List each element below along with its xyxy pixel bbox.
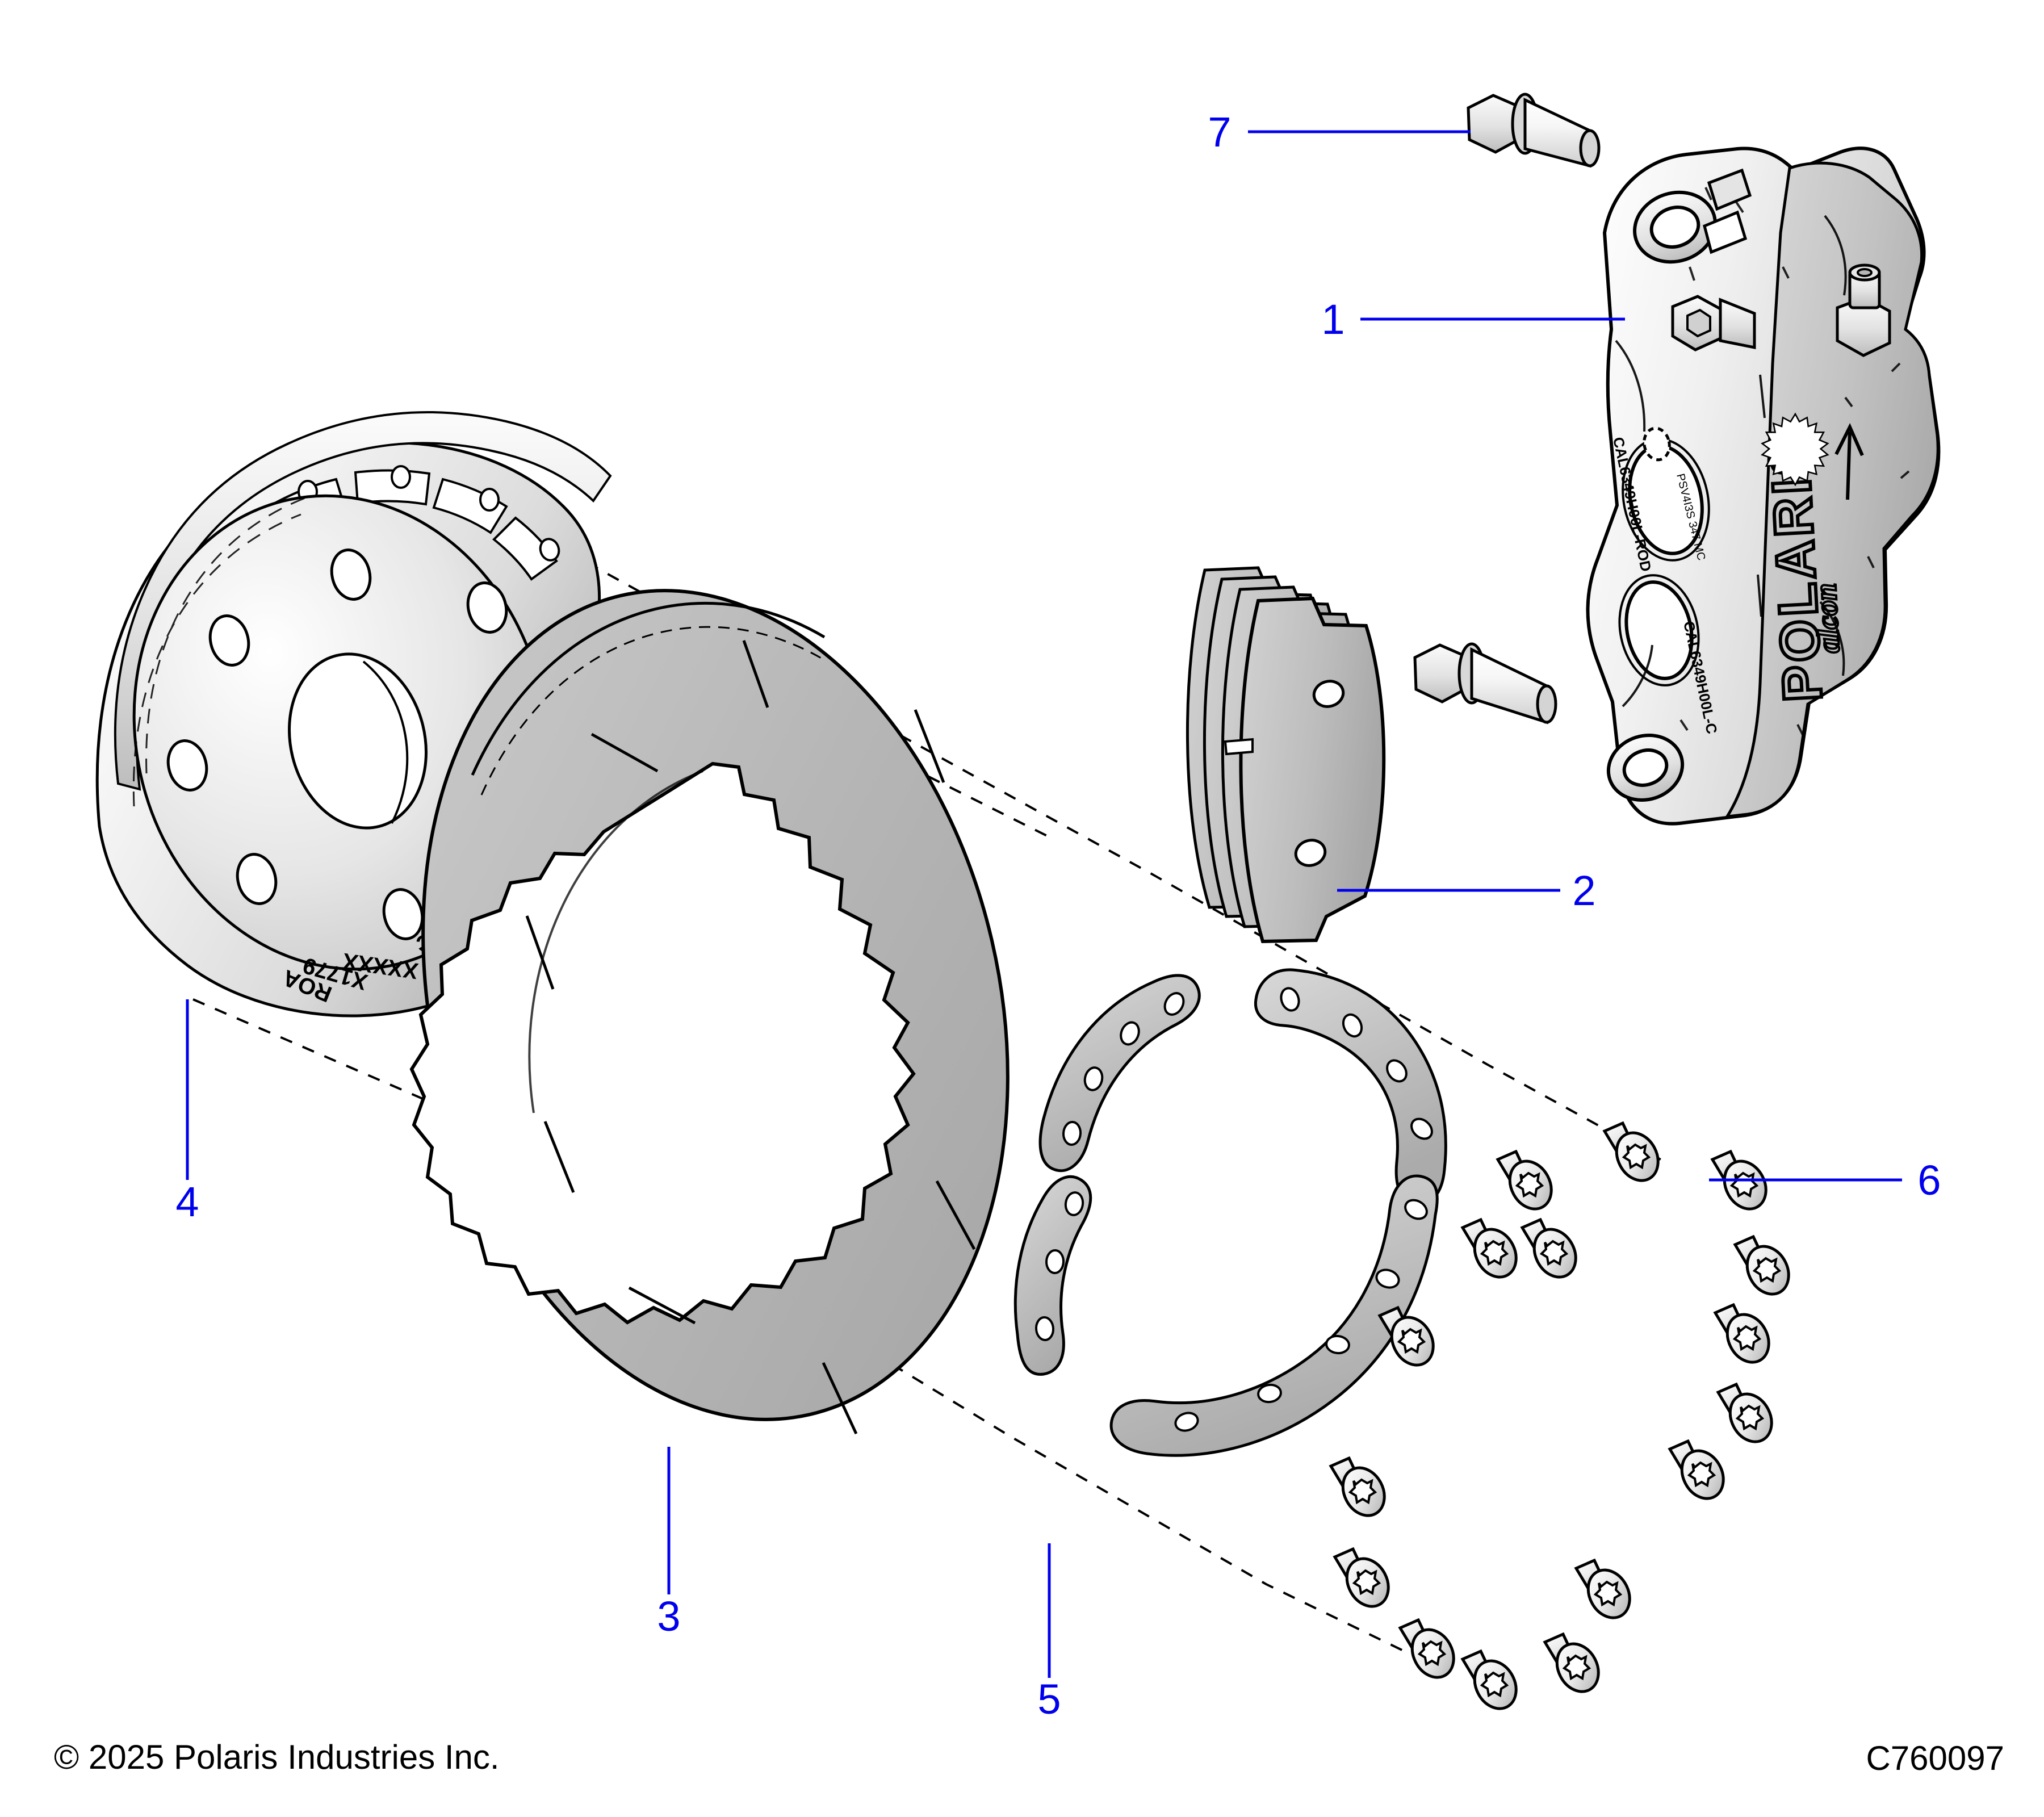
caliper-upper-mount-eye	[1633, 190, 1717, 264]
caliper-bleed-screw	[1836, 263, 1891, 357]
callout-leaders	[186, 130, 1902, 1678]
caliper-piston-windows	[1624, 444, 1704, 680]
part-brake-rotor-disc[interactable]	[344, 531, 1086, 1478]
ring-segment-bottom-left[interactable]	[1013, 1175, 1092, 1376]
caliper-lower-mount-eye	[1606, 733, 1685, 802]
pad-front	[1239, 596, 1386, 944]
ring-segment-top-right[interactable]	[1254, 968, 1447, 1206]
rotor-spline-bore	[409, 761, 916, 1325]
callout-1: 1	[1321, 296, 1344, 343]
screw[interactable]	[1329, 1121, 1796, 1716]
callout-6: 6	[1917, 1157, 1941, 1204]
caliper-maker-text: alcon	[1808, 583, 1846, 654]
drawing-number: C760097	[1866, 1739, 2004, 1777]
copyright-notice: © 2025 Polaris Industries Inc.	[54, 1738, 500, 1776]
rotor-slots	[525, 640, 976, 1435]
part-brake-pad-set[interactable]	[1186, 566, 1386, 944]
ring-segment-bottom-right[interactable]	[1109, 1174, 1439, 1457]
part-caliper-bolt-lower[interactable]	[1413, 642, 1557, 725]
part-caliper-bolt-upper[interactable]	[1467, 93, 1601, 168]
callout-7: 7	[1208, 108, 1231, 156]
callout-numbers: 7 1 2 6 4 3 5	[175, 108, 1941, 1723]
caliper-direction-arrow	[1834, 422, 1864, 500]
callout-4: 4	[175, 1178, 199, 1225]
callout-5: 5	[1037, 1676, 1061, 1723]
part-brake-caliper[interactable]: POLARIS alcon CAL6349H00L-ROD CAL6349H00…	[1586, 146, 1941, 826]
caliper-brand-star-icon	[1761, 412, 1829, 487]
ring-segment-top-left[interactable]	[1038, 974, 1201, 1173]
part-retaining-ring-segments[interactable]	[1013, 968, 1447, 1457]
pad-hole-top	[1312, 680, 1345, 708]
callout-3: 3	[657, 1593, 680, 1640]
caliper-bridge-bolt	[1671, 295, 1756, 351]
pad-hole-bottom	[1294, 839, 1327, 867]
part-rotor-mounting-screws[interactable]	[1329, 1121, 1796, 1716]
callout-2: 2	[1572, 867, 1595, 914]
